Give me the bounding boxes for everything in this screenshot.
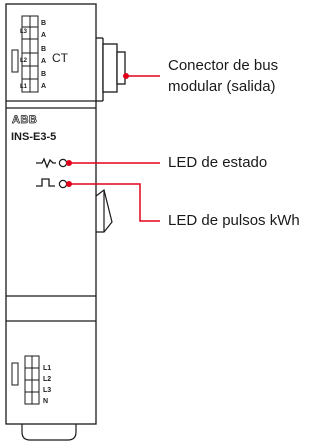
status-led-label: LED de estado <box>168 154 268 171</box>
device-housing <box>5 3 104 425</box>
status-led-icon <box>36 157 68 169</box>
bottom-terminal-label: L1 <box>43 365 51 372</box>
top-group-label-1: L3 <box>20 29 28 35</box>
terminal-letter: B <box>41 71 46 78</box>
top-group-label-2: L2 <box>20 58 28 64</box>
callout-dots <box>66 73 129 187</box>
pulse-led-label: LED de pulsos kWh <box>168 212 300 229</box>
terminal-letter: B <box>41 46 46 53</box>
bus-connector-label-line2: modular (salida) <box>168 78 276 95</box>
callout-lines <box>69 75 160 222</box>
model-label: INS-E3-5 <box>11 131 56 143</box>
din-latch <box>95 188 113 233</box>
top-terminal-block <box>11 15 39 93</box>
bottom-clip <box>21 424 77 441</box>
ct-label: CT <box>52 51 69 65</box>
terminal-letter: B <box>41 20 46 27</box>
bottom-terminal-label: N <box>43 398 48 405</box>
bottom-terminal-block <box>11 355 40 405</box>
bottom-terminal-label: L2 <box>43 376 51 383</box>
terminal-letter: A <box>41 58 46 65</box>
bus-connector-label-line1: Conector de bus <box>168 57 279 74</box>
top-group-label-3: L1 <box>20 84 28 90</box>
bus-connector <box>102 43 126 93</box>
terminal-letter: A <box>41 32 46 39</box>
terminal-letter: A <box>41 83 46 90</box>
abb-logo: ABB <box>12 114 37 126</box>
bottom-terminal-label: L3 <box>43 387 51 394</box>
